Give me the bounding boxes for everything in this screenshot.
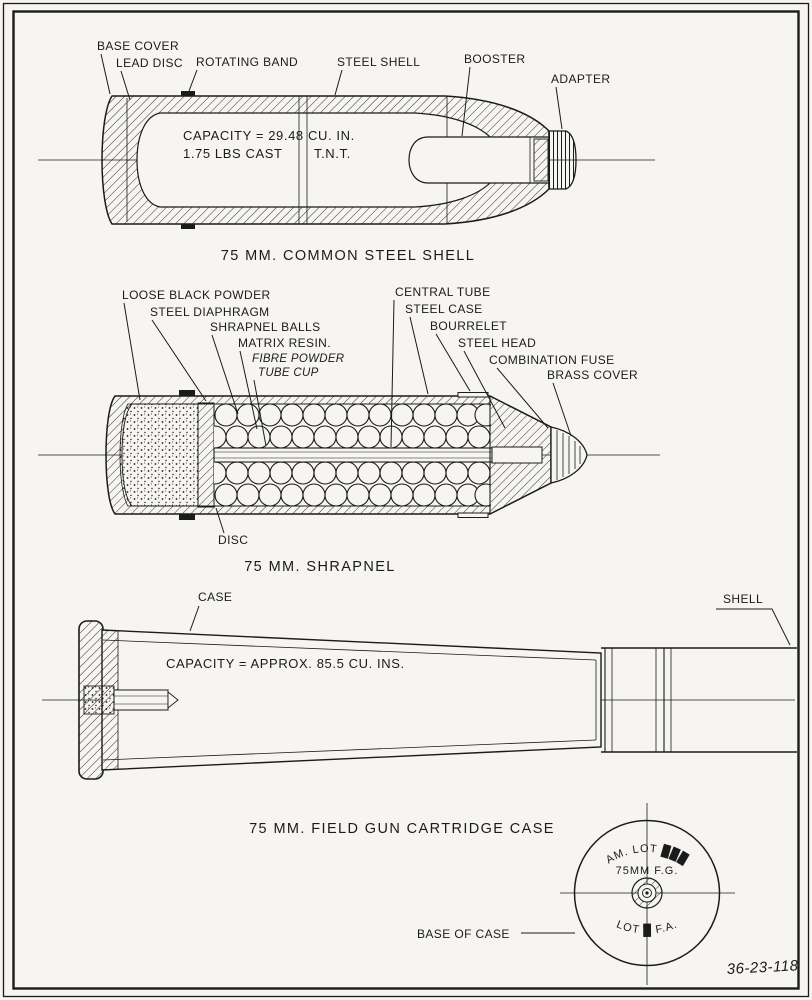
figure-common-steel-shell: CAPACITY = 29.48 CU. IN. 1.75 LBS CAST T… (38, 39, 655, 264)
figure-shrapnel-shell: LOOSE BLACK POWDER STEEL DIAPHRAGM SHRAP… (38, 285, 660, 575)
leader-steel-shell (334, 69, 343, 96)
label-loose-black-powder: LOOSE BLACK POWDER (122, 288, 271, 302)
head-flash-tube (491, 446, 543, 464)
case-base-circle (573, 819, 721, 967)
leader-disc (215, 507, 225, 534)
label-disc: DISC (218, 533, 248, 547)
leader-steel-diaphragm (151, 319, 207, 402)
label-lead-disc: LEAD DISC (116, 56, 183, 70)
stamp-lot-fa-text: LOT █ F.A. (615, 919, 679, 938)
rotating-band-top (179, 390, 195, 396)
capacity-text-line2b: T.N.T. (314, 146, 351, 161)
label-central-tube: CENTRAL TUBE (395, 285, 491, 299)
capacity-text-line2a: 1.75 LBS CAST (183, 146, 283, 161)
label-case: CASE (198, 590, 232, 604)
booster-tube (408, 136, 550, 184)
capacity-text-line1: CAPACITY = 29.48 CU. IN. (183, 128, 355, 143)
stamp-am-lot: AM. LOT ███ (604, 843, 691, 867)
label-steel-case: STEEL CASE (405, 302, 483, 316)
leader-adapter (555, 86, 563, 130)
leader-bourrelet (435, 333, 471, 392)
label-shell: SHELL (723, 592, 763, 606)
adapter-tip (548, 130, 577, 190)
primer-inner-circle (642, 888, 652, 898)
label-steel-diaphragm: STEEL DIAPHRAGM (150, 305, 270, 319)
central-tube (213, 447, 493, 463)
steel-diaphragm (197, 402, 215, 508)
label-base-of-case: BASE OF CASE (417, 927, 510, 941)
leader-case (189, 605, 200, 632)
label-brass-cover: BRASS COVER (547, 368, 638, 382)
primer-charge (83, 685, 115, 715)
bourrelet-bottom (457, 512, 489, 518)
label-tube-cup: TUBE CUP (258, 367, 319, 379)
stamp-am-lot-text: AM. LOT ███ (604, 843, 690, 867)
leader-shell (716, 608, 791, 646)
case-capacity-text: CAPACITY = APPROX. 85.5 CU. INS. (166, 656, 405, 671)
label-steel-shell: STEEL SHELL (337, 55, 420, 69)
label-booster: BOOSTER (464, 52, 525, 66)
label-steel-head: STEEL HEAD (458, 336, 536, 350)
caption-common-steel-shell: 75 MM. COMMON STEEL SHELL (221, 248, 475, 264)
leader-combination-fuse (496, 367, 549, 429)
label-shrapnel-balls: SHRAPNEL BALLS (210, 320, 321, 334)
case-inner-wall-bottom (102, 739, 597, 761)
label-rotating-band: ROTATING BAND (196, 55, 298, 69)
caption-cartridge-case: 75 MM. FIELD GUN CARTRIDGE CASE (249, 821, 555, 837)
label-base-cover: BASE COVER (97, 39, 179, 53)
black-powder-charge (119, 403, 199, 507)
inner-border-line (12, 10, 800, 990)
rotating-band-top (181, 91, 195, 97)
primer-outer-circle (631, 877, 663, 909)
leader-booster (461, 66, 471, 137)
leader-fibre-powder-tube-cup (253, 379, 267, 447)
primer-tube (113, 689, 169, 711)
tnt-cavity (136, 112, 493, 208)
label-fibre-powder: FIBRE POWDER (252, 353, 344, 365)
caption-shrapnel: 75 MM. SHRAPNEL (244, 559, 396, 575)
drawing-number: 36-23-118 (726, 957, 799, 978)
primer-ring-section (632, 878, 662, 908)
bourrelet-top (457, 392, 489, 398)
leader-rotating-band (188, 69, 198, 92)
leader-brass-cover (552, 382, 572, 437)
booster-charge (533, 138, 549, 182)
leader-base-cover (100, 53, 111, 95)
case-inner-wall-top (102, 639, 597, 661)
stamp-75mm-fg: 75MM F.G. (616, 865, 679, 877)
primer-center-dot (645, 891, 649, 895)
leader-central-tube (390, 299, 395, 448)
label-adapter: ADAPTER (551, 72, 610, 86)
leader-lead-disc (120, 70, 131, 101)
rotating-band-bottom (181, 223, 195, 229)
primer-tube-tip (167, 691, 179, 709)
leader-shrapnel-balls (211, 334, 239, 415)
label-bourrelet: BOURRELET (430, 319, 507, 333)
stamp-lot-fa: LOT █ F.A. (615, 919, 680, 938)
leader-matrix-resin (239, 350, 258, 430)
label-combination-fuse: COMBINATION FUSE (489, 353, 615, 367)
leader-steel-head (463, 350, 506, 429)
label-matrix-resin: MATRIX RESIN. (238, 336, 331, 350)
rotating-band-bottom (179, 514, 195, 520)
figure-cartridge-case: CAPACITY = APPROX. 85.5 CU. INS. CASE SH… (42, 590, 797, 837)
leader-loose-black-powder (123, 302, 141, 401)
leader-steel-case (409, 316, 429, 395)
